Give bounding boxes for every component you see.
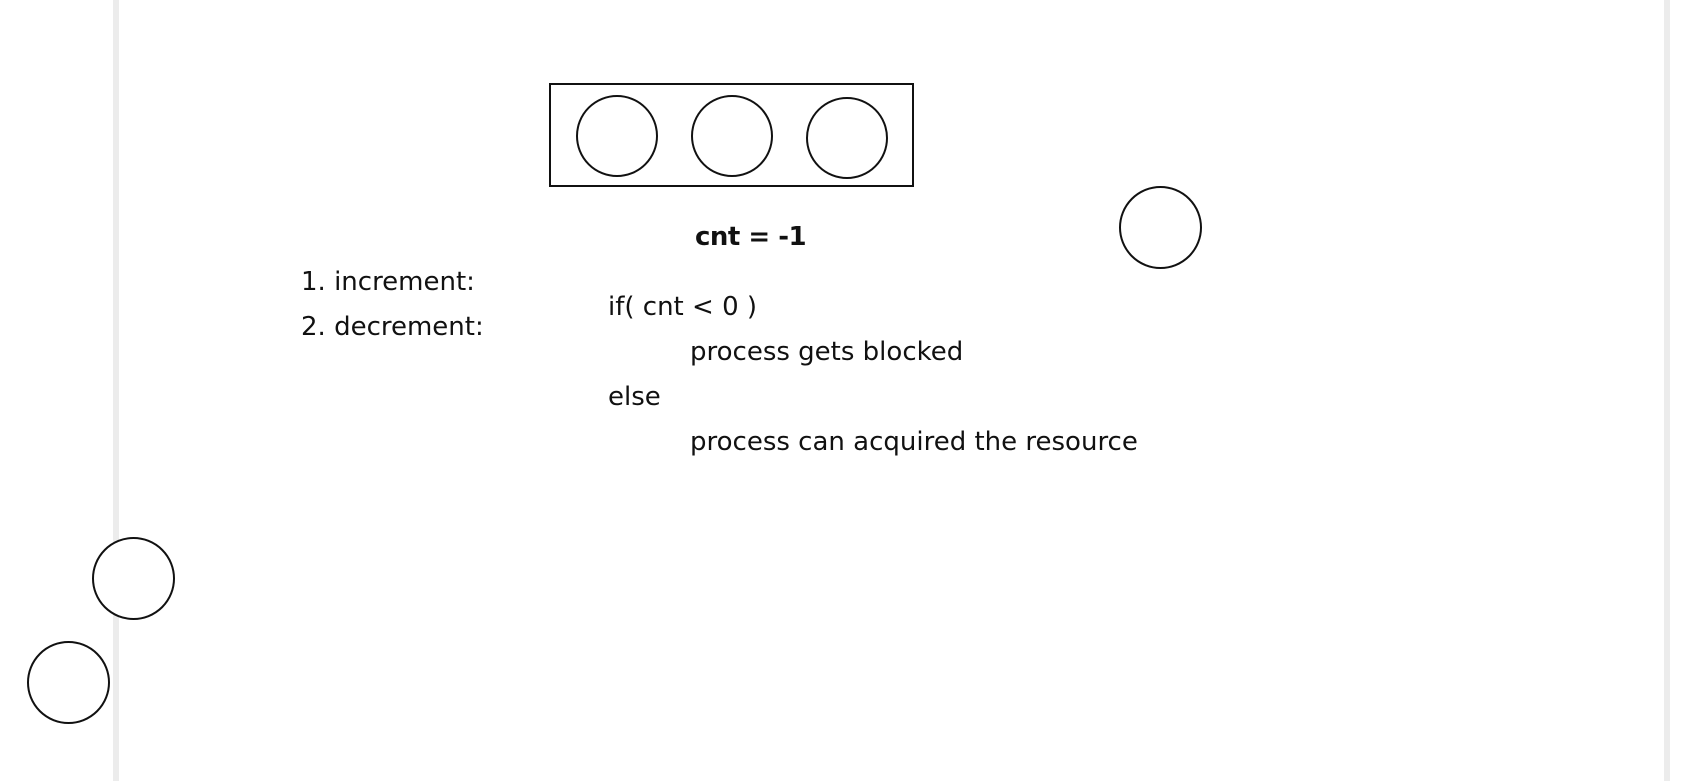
page-left-rule (113, 0, 119, 781)
code-line-acquire: process can acquired the resource (690, 427, 1138, 457)
operation-increment: 1. increment: (301, 267, 475, 297)
pseudocode-block: if( cnt < 0 ) process gets blocked else … (608, 285, 1138, 465)
page-right-rule (1664, 0, 1670, 781)
code-line-blocked: process gets blocked (690, 337, 964, 367)
operation-decrement: 2. decrement: (301, 312, 484, 342)
process-circle-3 (27, 641, 110, 724)
counter-label: cnt = -1 (695, 222, 807, 252)
resource-slot-1 (576, 95, 658, 177)
process-circle-1 (1119, 186, 1202, 269)
resource-box (549, 83, 914, 187)
resource-slot-3 (806, 97, 888, 179)
code-line-else: else (608, 382, 661, 412)
process-circle-2 (92, 537, 175, 620)
resource-slot-2 (691, 95, 773, 177)
operations-list: 1. increment: 2. decrement: (301, 260, 484, 350)
code-line-if: if( cnt < 0 ) (608, 292, 758, 322)
